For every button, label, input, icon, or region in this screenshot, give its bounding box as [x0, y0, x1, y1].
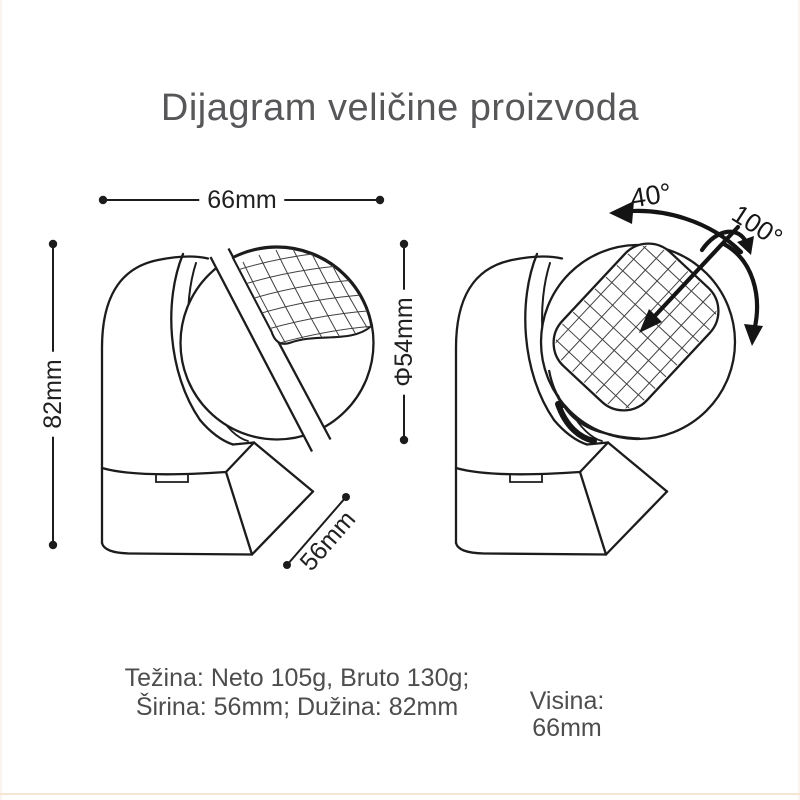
horizontal-swivel-angle-label: 40° [628, 177, 674, 214]
page-title: Dijagram veličine proizvoda [160, 87, 640, 130]
height-spec-value: 66mm [532, 714, 602, 742]
arrowhead-left-icon [609, 201, 634, 224]
diameter-dimension-label: Φ54mm [390, 289, 418, 395]
device-side-view-drawing [100, 245, 375, 556]
arrowhead-down-icon [744, 324, 763, 346]
weight-spec-line: Težina: Neto 105g, Bruto 130g; [124, 664, 470, 692]
height-spec-label: Visina: [529, 687, 605, 715]
swivel-arrows [609, 201, 763, 346]
height-dimension-label: 82mm [39, 351, 67, 437]
device-rotated-view-drawing [454, 238, 737, 556]
arrowhead-hook-icon [737, 236, 754, 255]
arrowhead-diagonal-icon [639, 309, 662, 333]
size-spec-line: Širina: 56mm; Dužina: 82mm [135, 692, 459, 721]
width-dimension-label: 66mm [199, 187, 285, 213]
spec-text-block: Težina: Neto 105g, Bruto 130g; Širina: 5… [97, 664, 497, 721]
bottom-divider [0, 793, 800, 795]
height-spec-block: Visina: 66mm [487, 688, 647, 742]
